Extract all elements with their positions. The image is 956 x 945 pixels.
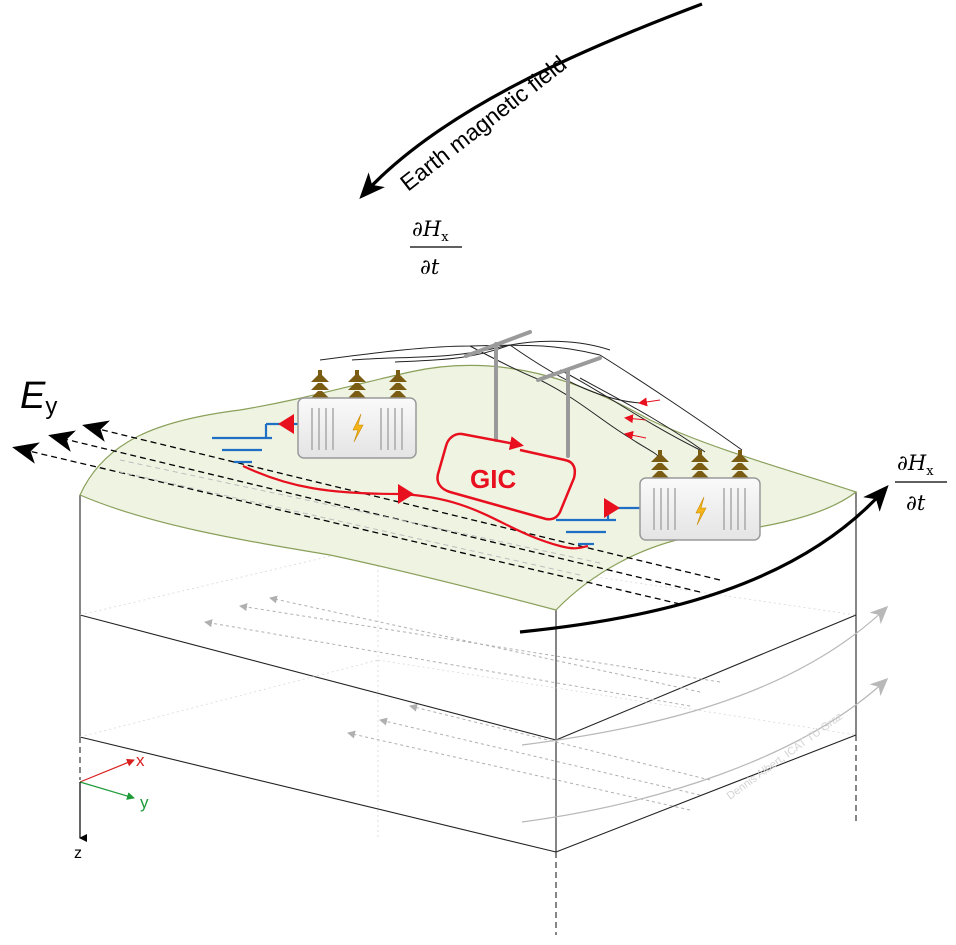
dhx-dt-fraction-top: ∂Hx ∂t: [410, 217, 462, 279]
earth-block: [79, 492, 857, 935]
dhx-dt-fraction-right: ∂Hx ∂t: [895, 451, 947, 515]
pylon-1: [464, 330, 532, 442]
gic-label: GIC: [470, 464, 516, 494]
ey-field-lines: [12, 420, 721, 605]
svg-text:∂Hx: ∂Hx: [412, 217, 449, 245]
coordinate-axes: x y z: [74, 751, 149, 862]
pylon-2: [536, 356, 602, 458]
gic-path-arrow: [398, 484, 414, 504]
ey-label: Ey: [20, 375, 57, 420]
power-line-current-arrows: [624, 397, 661, 440]
axis-x-label: x: [136, 751, 145, 770]
subsurface-dhx-curves: [521, 605, 889, 823]
gic-current-path: [242, 465, 589, 550]
dhx-dt-curved-arrow: [519, 485, 889, 634]
transformer-icon-2: [639, 450, 761, 541]
axis-z-label: z: [74, 845, 82, 862]
svg-text:∂t: ∂t: [906, 491, 926, 515]
gic-loop: GIC: [436, 432, 577, 521]
earth-magnetic-field-arrow: [359, 2, 703, 199]
ey-field-lines-faint: [119, 459, 601, 576]
ground-2-current-arrow: [604, 498, 620, 518]
terrain-surface: [79, 364, 858, 611]
svg-text:∂t: ∂t: [420, 255, 440, 279]
earth-magnetic-field-label: Earth magnetic field: [395, 50, 571, 196]
svg-text:Ey: Ey: [20, 375, 57, 420]
svg-text:∂Hx: ∂Hx: [897, 451, 934, 479]
ground-1-current-arrow: [278, 414, 294, 434]
axis-y-label: y: [140, 793, 149, 812]
transformer-icon: [297, 370, 417, 459]
subsurface-field-lines: [204, 595, 721, 811]
